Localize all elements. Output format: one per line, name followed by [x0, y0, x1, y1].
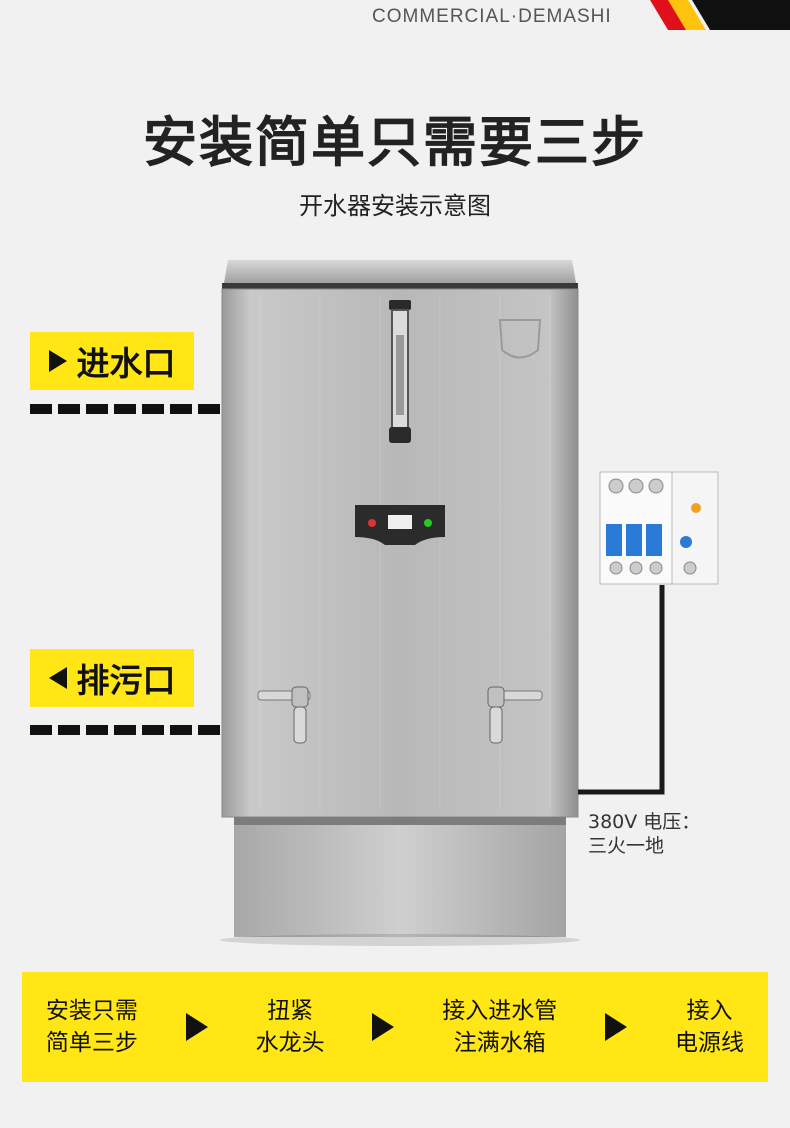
page-title: 安装简单只需要三步	[143, 111, 647, 174]
inlet-label: 进水口	[76, 344, 176, 383]
step-3: 接入进水管 注满水箱	[442, 995, 557, 1059]
step-3-line-2: 注满水箱	[453, 1030, 546, 1056]
step-2: 扭紧 水龙头	[256, 995, 325, 1059]
flag-stripes	[650, 0, 790, 30]
step-1-line-1: 安装只需	[45, 998, 138, 1024]
steps-bar: 安装只需 简单三步 扭紧 水龙头 接入进水管 注满水箱 接入 电源线	[22, 972, 768, 1082]
page-subtitle: 开水器安装示意图	[299, 192, 491, 220]
step-arrow-icon	[605, 1013, 628, 1041]
step-2-line-2: 水龙头	[255, 1030, 325, 1056]
play-right-icon	[48, 350, 67, 372]
inlet-pipe-line	[30, 404, 224, 414]
step-arrow-icon	[185, 1013, 208, 1041]
play-left-icon	[48, 667, 67, 689]
step-1: 安装只需 简单三步	[46, 995, 138, 1059]
step-4-line-1: 接入	[686, 998, 733, 1024]
step-4-line-2: 电源线	[674, 1030, 744, 1056]
inlet-tag: 进水口	[30, 332, 194, 390]
voltage-line-2: 三火一地	[588, 835, 665, 857]
circuit-breaker-illustration	[578, 471, 719, 795]
drain-pipe-line	[30, 725, 224, 735]
brand-text: COMMERCIAL·DEMASHI	[372, 6, 612, 27]
voltage-line-1: 380V 电压：	[588, 811, 701, 833]
voltage-note: 380V 电压： 三火一地	[588, 810, 700, 858]
step-4: 接入 电源线	[675, 995, 744, 1059]
step-3-line-1: 接入进水管	[442, 998, 558, 1024]
step-1-line-2: 简单三步	[45, 1030, 138, 1056]
drain-label: 排污口	[76, 661, 176, 700]
step-2-line-1: 扭紧	[267, 998, 314, 1024]
step-arrow-icon	[372, 1013, 395, 1041]
water-boiler-illustration	[220, 260, 580, 946]
drain-tag: 排污口	[30, 649, 194, 707]
